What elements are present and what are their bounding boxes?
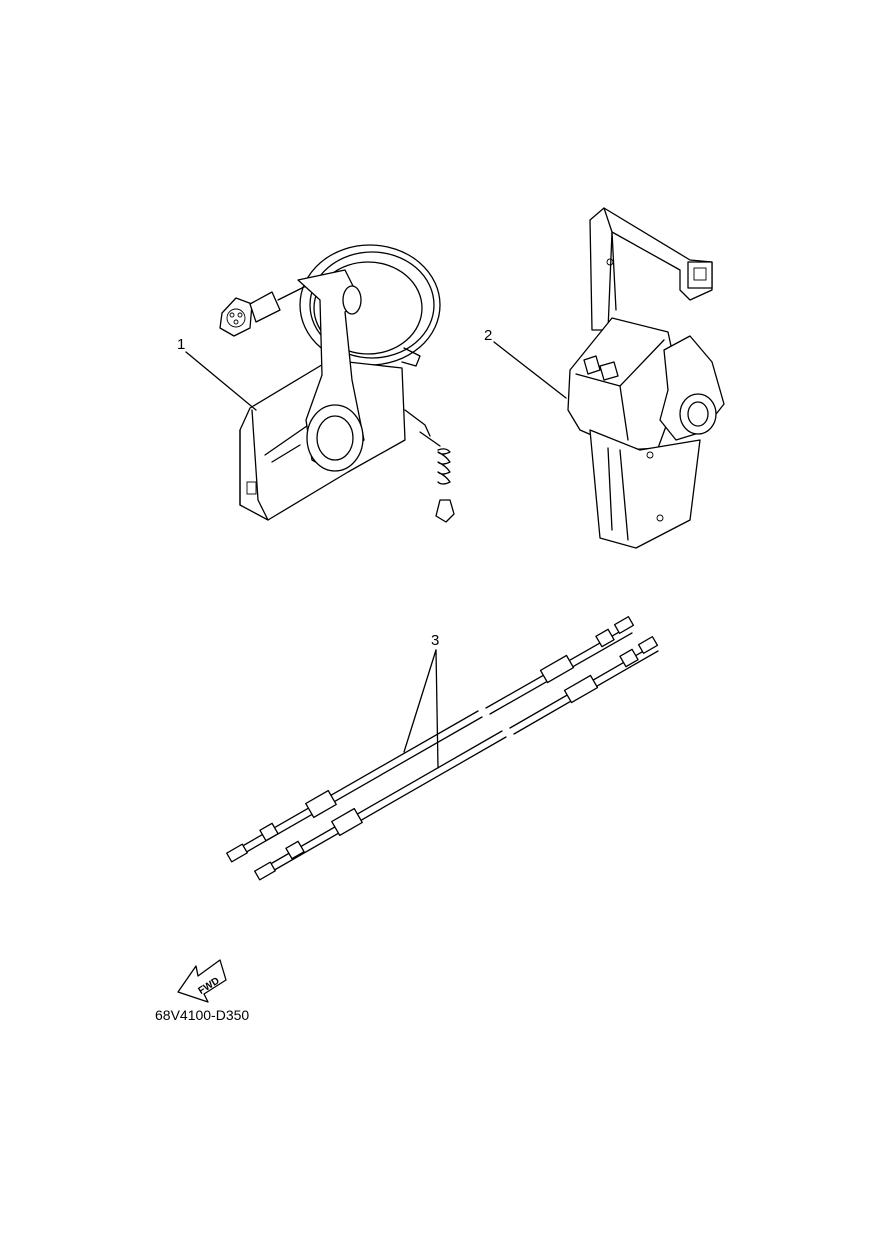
leader-line-3a: [403, 649, 437, 753]
remote-control-top-mount: [567, 207, 725, 549]
leader-line-2: [493, 341, 567, 399]
fwd-arrow-icon: FWD: [177, 959, 227, 1003]
callout-3: 3: [431, 632, 439, 649]
leader-line-3b: [435, 649, 439, 769]
callout-2: 2: [484, 327, 492, 344]
callout-1: 1: [177, 336, 185, 353]
leader-line-1: [185, 351, 257, 411]
diagram-code: 68V4100-D350: [155, 1007, 250, 1023]
remote-control-box-side-mount: [219, 244, 455, 523]
remote-control-cables: [226, 616, 659, 881]
